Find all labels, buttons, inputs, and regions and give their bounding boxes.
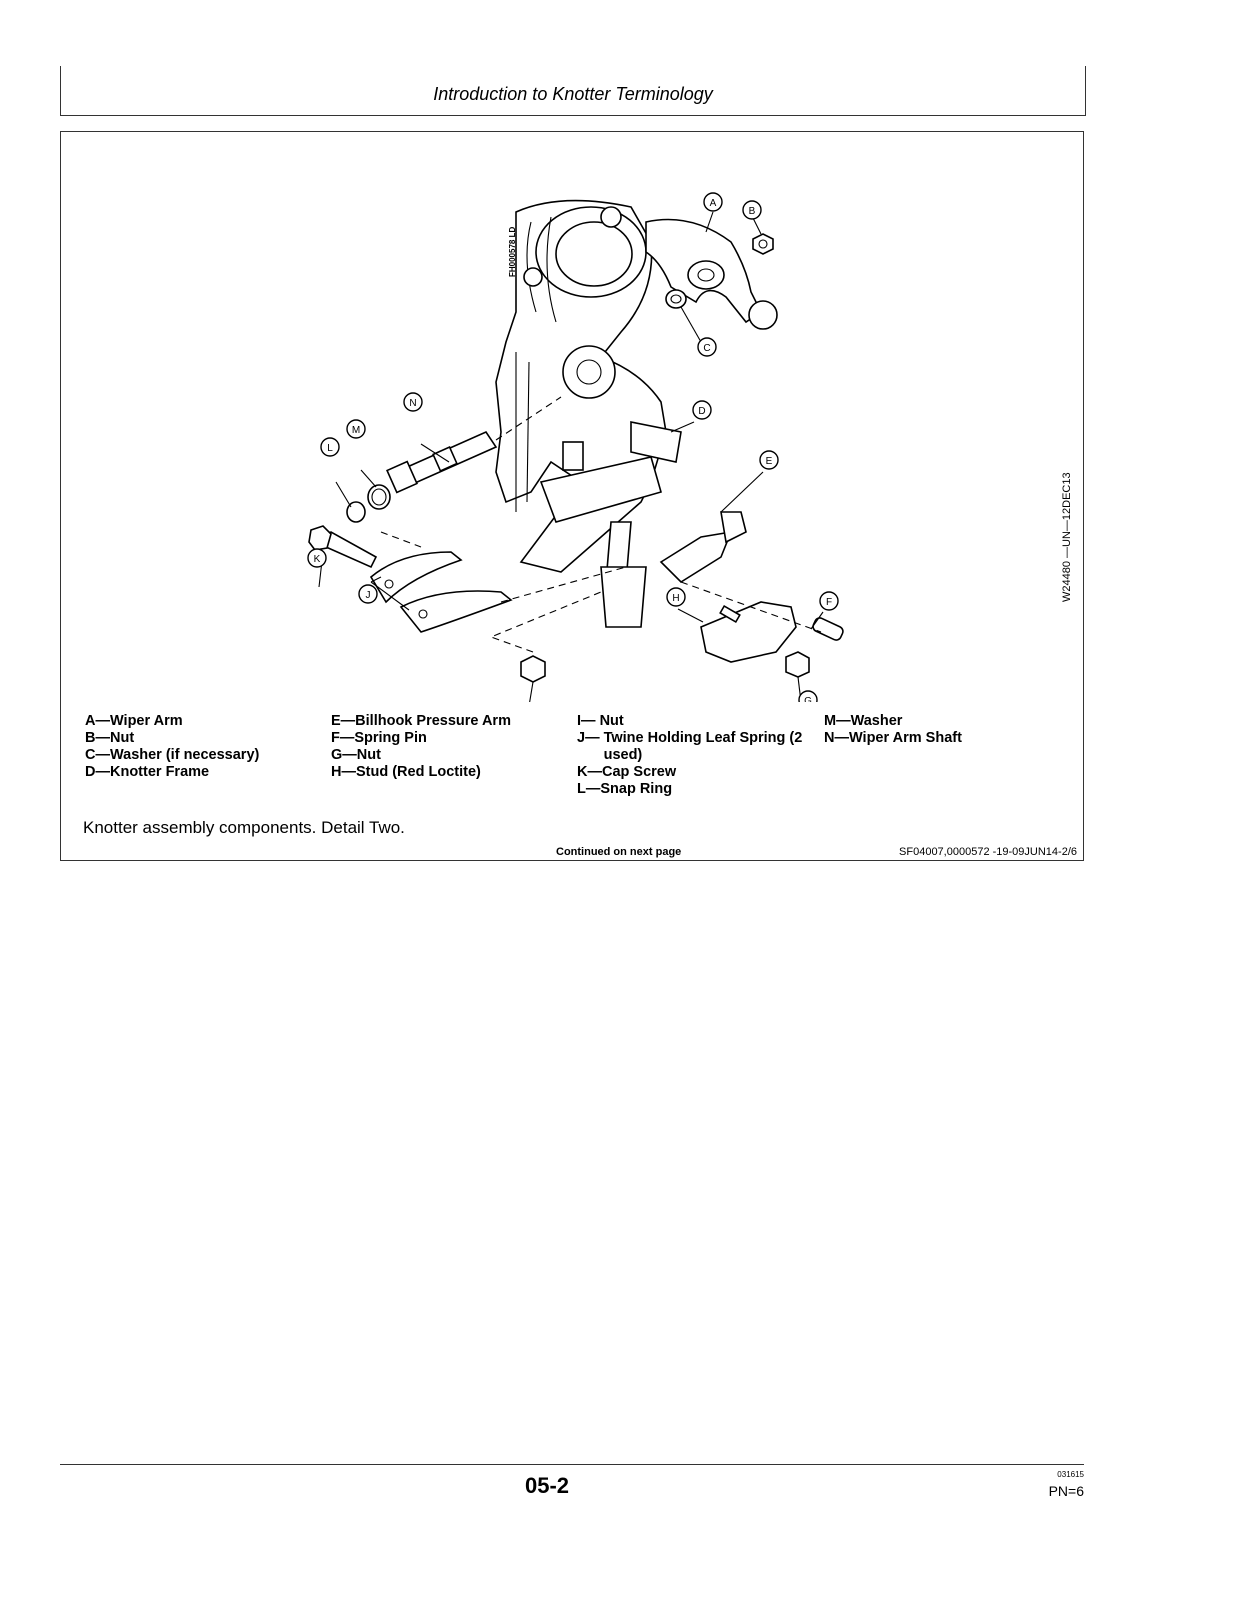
nut-b xyxy=(752,233,774,255)
figure-section: FH000578 LD xyxy=(60,131,1084,861)
leaf-springs-j xyxy=(369,551,513,633)
svg-text:L: L xyxy=(327,443,333,454)
callout-k: K xyxy=(307,548,327,568)
callout-m: M xyxy=(346,419,366,439)
svg-text:N: N xyxy=(409,398,416,409)
legend-item: M—Washer xyxy=(824,713,903,729)
wiper-arm xyxy=(645,218,778,330)
legend-item: I— Nut xyxy=(577,713,624,729)
page-title: Introduction to Knotter Terminology xyxy=(433,84,713,104)
svg-text:D: D xyxy=(698,406,705,417)
legend-item: L—Snap Ring xyxy=(577,781,673,797)
callout-n: N xyxy=(403,392,423,412)
svg-text:G: G xyxy=(804,696,812,702)
legend-item: D—Knotter Frame xyxy=(85,764,210,780)
footer-divider xyxy=(60,1464,1084,1465)
legend-item: F—Spring Pin xyxy=(331,730,427,746)
cap-screw-k xyxy=(308,525,378,569)
washer-m xyxy=(367,484,391,510)
callout-b: B xyxy=(742,200,762,220)
legend-item: A—Wiper Arm xyxy=(85,713,183,729)
figure-code: W24480 —UN—12DEC13 xyxy=(1061,472,1073,602)
legend-item: N—Wiper Arm Shaft xyxy=(824,730,962,746)
svg-text:C: C xyxy=(703,343,710,354)
footer-code: 031615 xyxy=(1057,1470,1084,1479)
callout-c: C xyxy=(697,337,717,357)
svg-text:F: F xyxy=(826,597,832,608)
knotter-exploded-diagram: FH000578 LD xyxy=(307,192,844,702)
knotter-frame: FH000578 LD xyxy=(495,199,682,628)
callout-j: J xyxy=(358,584,378,604)
legend-column-4: M—Washer N—Wiper Arm Shaft xyxy=(824,713,1064,747)
legend-column-1: A—Wiper Arm B—Nut C—Washer (if necessary… xyxy=(85,713,325,781)
spring-pin-f xyxy=(812,617,844,641)
callout-g: G xyxy=(798,690,818,702)
svg-text:A: A xyxy=(710,198,717,209)
figure-caption: Knotter assembly components. Detail Two. xyxy=(83,818,405,837)
callout-d: D xyxy=(692,400,712,420)
stamp-label: FH000578 LD xyxy=(508,227,517,277)
page-header: Introduction to Knotter Terminology xyxy=(60,66,1086,116)
continued-notice: Continued on next page xyxy=(556,846,682,858)
nut-g xyxy=(785,651,810,678)
svg-text:J: J xyxy=(366,590,371,601)
svg-text:E: E xyxy=(766,456,773,467)
snap-ring-l xyxy=(346,501,366,523)
page-number: 05-2 xyxy=(525,1473,570,1498)
callout-e: E xyxy=(759,450,779,470)
pn-label: PN=6 xyxy=(1048,1483,1084,1499)
billhook-pressure-arm xyxy=(659,511,747,584)
document-reference: SF04007,0000572 -19-09JUN14-2/6 xyxy=(899,846,1077,858)
stud-h xyxy=(700,601,797,663)
callout-a: A xyxy=(703,192,723,212)
svg-text:M: M xyxy=(352,425,360,436)
legend-column-2: E—Billhook Pressure Arm F—Spring Pin G—N… xyxy=(331,713,571,781)
callout-l: L xyxy=(320,437,340,457)
callout-h: H xyxy=(666,587,686,607)
washer-c xyxy=(665,289,687,309)
legend-item: B—Nut xyxy=(85,730,135,746)
legend-item: G—Nut xyxy=(331,747,381,763)
legend-column-3: I— Nut J— Twine Holding Leaf Spring (2 u… xyxy=(577,713,822,798)
svg-text:H: H xyxy=(672,593,679,604)
legend-item: E—Billhook Pressure Arm xyxy=(331,713,511,729)
legend-item: H—Stud (Red Loctite) xyxy=(331,764,481,780)
legend-item: K—Cap Screw xyxy=(577,764,677,780)
legend-item: J— Twine Holding Leaf Spring (2 used) xyxy=(577,730,803,763)
svg-text:B: B xyxy=(749,206,756,217)
wiper-arm-shaft xyxy=(386,430,498,494)
nut-i xyxy=(520,655,546,683)
svg-text:K: K xyxy=(314,554,321,565)
legend-item: C—Washer (if necessary) xyxy=(85,747,260,763)
callout-f: F xyxy=(819,591,839,611)
